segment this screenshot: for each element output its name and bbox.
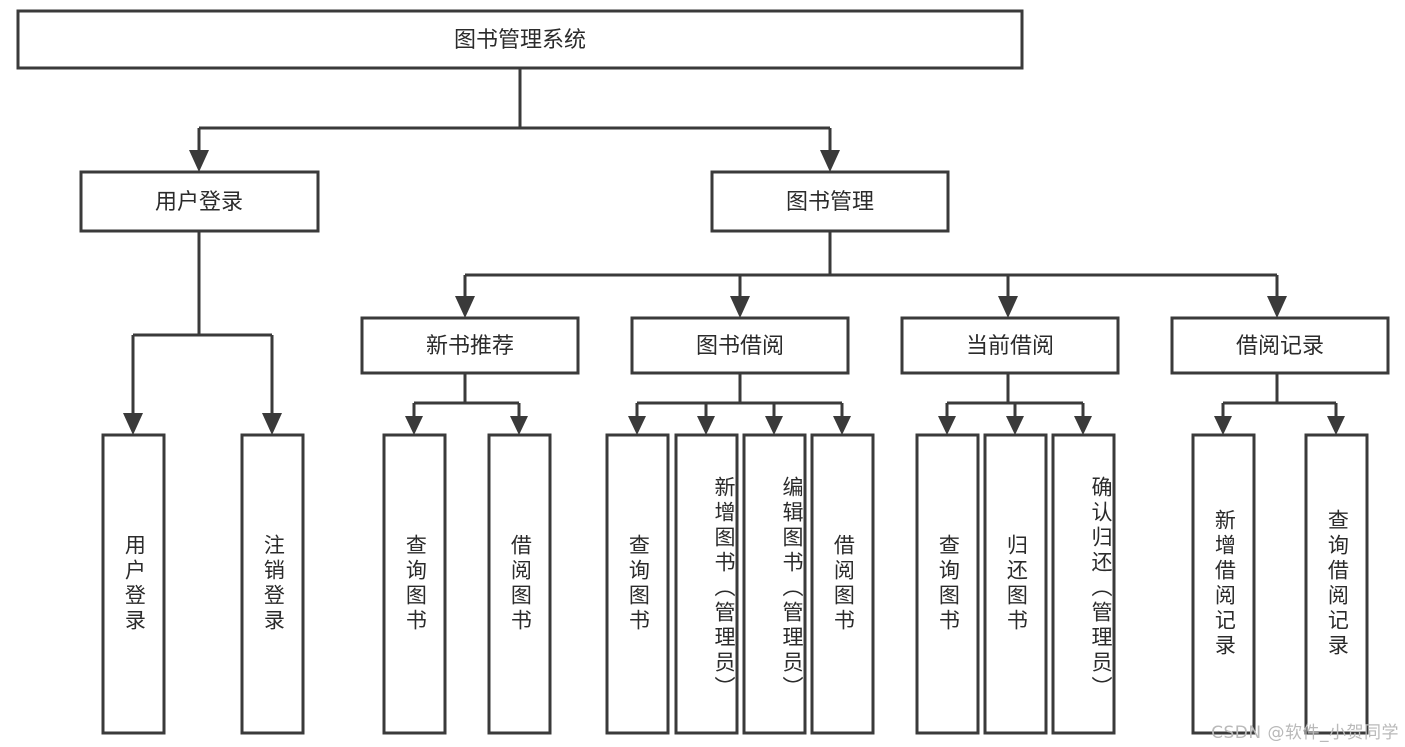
arrow-icon	[1327, 416, 1345, 435]
node-borrow-record-box[interactable]	[1170, 316, 1390, 375]
node-user-login[interactable]: 用户登录	[79, 170, 320, 233]
leaf-box[interactable]	[674, 433, 739, 735]
arrow-icon	[938, 416, 956, 435]
leaf-box[interactable]	[1051, 433, 1116, 735]
leaf-box[interactable]	[1191, 433, 1256, 735]
leaf-box[interactable]	[983, 433, 1048, 735]
arrow-icon	[765, 416, 783, 435]
arrow-icon	[998, 296, 1018, 318]
leaf-box[interactable]	[382, 433, 447, 735]
leaf-box[interactable]	[605, 433, 670, 735]
arrow-icon	[455, 296, 475, 318]
arrow-icon	[697, 416, 715, 435]
arrowhead-group	[123, 150, 1345, 435]
watermark: CSDN @软件_小贺同学	[1211, 723, 1399, 743]
node-book-borrow-label: 图书借阅	[696, 334, 784, 359]
node-borrow-record-label: 借阅记录	[1236, 334, 1324, 359]
node-book-borrow[interactable]: 图书借阅	[630, 316, 850, 375]
node-new-book-recommend[interactable]: 新书推荐	[360, 316, 580, 375]
leaf-box-group	[101, 433, 1369, 735]
leaf-box[interactable]	[742, 433, 807, 735]
node-book-borrow-box[interactable]	[630, 316, 850, 375]
leaf-box[interactable]	[1304, 433, 1369, 735]
arrow-icon	[730, 296, 750, 318]
arrow-icon	[1214, 416, 1232, 435]
node-current-borrow[interactable]: 当前借阅	[900, 316, 1120, 375]
arrow-icon	[123, 413, 143, 435]
node-user-login-label: 用户登录	[155, 190, 243, 215]
leaf-box[interactable]	[487, 433, 552, 735]
arrow-icon	[189, 150, 209, 172]
node-book-management-label: 图书管理	[786, 190, 874, 215]
node-root-box[interactable]	[16, 9, 1024, 70]
arrow-icon	[820, 150, 840, 172]
arrow-icon	[1267, 296, 1287, 318]
node-user-login-box[interactable]	[79, 170, 320, 233]
node-borrow-record[interactable]: 借阅记录	[1170, 316, 1390, 375]
node-root[interactable]: 图书管理系统	[16, 9, 1024, 70]
node-book-management[interactable]: 图书管理	[710, 170, 950, 233]
leaf-box[interactable]	[810, 433, 875, 735]
arrow-icon	[1006, 416, 1024, 435]
leaf-box[interactable]	[915, 433, 980, 735]
node-book-management-box[interactable]	[710, 170, 950, 233]
node-new-book-recommend-label: 新书推荐	[426, 334, 514, 359]
arrow-icon	[405, 416, 423, 435]
node-current-borrow-label: 当前借阅	[966, 334, 1054, 359]
leaf-box[interactable]	[101, 433, 166, 735]
arrow-icon	[833, 416, 851, 435]
leaf-box[interactable]	[240, 433, 305, 735]
node-root-label: 图书管理系统	[454, 28, 586, 53]
arrow-icon	[1074, 416, 1092, 435]
connector-group	[131, 68, 1338, 418]
arrow-icon	[628, 416, 646, 435]
arrow-icon	[262, 413, 282, 435]
node-current-borrow-box[interactable]	[900, 316, 1120, 375]
node-new-book-recommend-box[interactable]	[360, 316, 580, 375]
arrow-icon	[510, 416, 528, 435]
